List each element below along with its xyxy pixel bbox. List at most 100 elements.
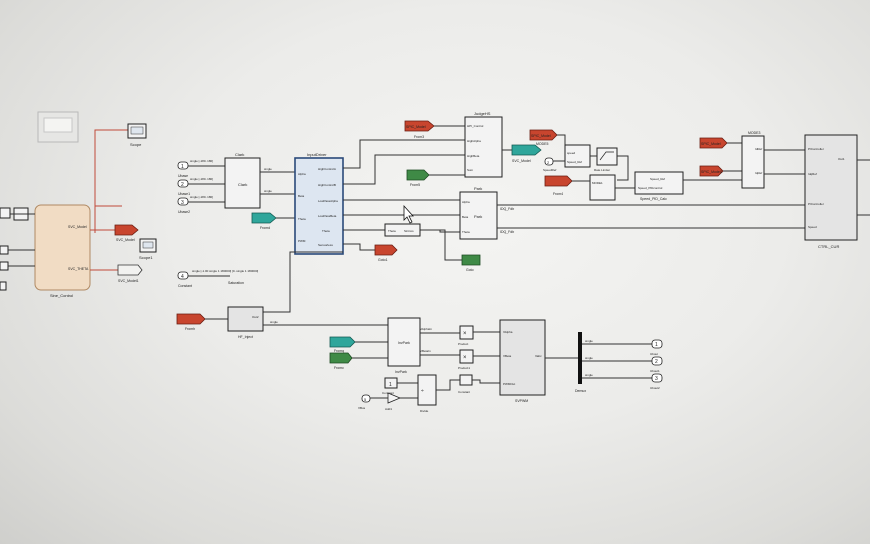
- svg-text:IqRef: IqRef: [755, 171, 762, 175]
- mouse-pointer-icon: [403, 204, 414, 224]
- svg-text:Theta: Theta: [388, 229, 396, 233]
- sine-control-subsystem[interactable]: SVC_Model SVC_THETA Sine_Control: [34, 204, 91, 298]
- scope-block-1[interactable]: Scope1: [139, 238, 157, 260]
- svg-text:Ubase1: Ubase1: [178, 192, 190, 196]
- from-spic-model-red[interactable]: SPIC_Model From3: [404, 120, 435, 139]
- ctrl-cur-block[interactable]: PIController IdqRef PIController Speed O…: [804, 134, 858, 249]
- from-spic-pi-1[interactable]: SPIC_Model: [699, 137, 728, 149]
- svg-text:SPIC_Model: SPIC_Model: [531, 134, 551, 138]
- product1-block[interactable]: × Product1: [458, 349, 474, 370]
- scope-block-faded[interactable]: [37, 111, 79, 143]
- scope-block[interactable]: Scope: [127, 123, 147, 147]
- svg-text:3: 3: [181, 200, 184, 206]
- input-driver-block[interactable]: InputDriver Alpha Beta Theta PWM HighCon…: [294, 152, 344, 255]
- svg-text:SVC_Model: SVC_Model: [116, 238, 135, 242]
- svg-text:IDQ_Fdb: IDQ_Fdb: [500, 207, 514, 211]
- goto1-red[interactable]: Goto1: [374, 244, 398, 262]
- svg-text:PWM: PWM: [298, 239, 306, 243]
- svg-text:1: 1: [389, 382, 392, 388]
- from-tag-left-green[interactable]: Fromd: [251, 212, 277, 230]
- svg-text:IDQ_Fdb: IDQ_Fdb: [500, 230, 514, 234]
- mode3-block[interactable]: MODE3 IdRef IqRef: [741, 131, 765, 189]
- svg-text:Product1: Product1: [458, 366, 470, 370]
- svg-text:Rate Limiter: Rate Limiter: [594, 168, 610, 172]
- from-green-mid[interactable]: From5: [406, 169, 430, 187]
- saturation-block[interactable]: Saturation: [228, 281, 244, 285]
- constant-1-block[interactable]: 1 Constant: [382, 377, 398, 395]
- inport-3[interactable]: 3 Ubase2 single [-180..180]: [177, 195, 213, 214]
- sincos-block[interactable]: Theta SinCos: [384, 223, 421, 237]
- left-edge-blocks[interactable]: [0, 207, 35, 291]
- svg-text:Park: Park: [474, 214, 482, 219]
- mode1-block[interactable]: MODE1: [589, 174, 616, 201]
- inport-1[interactable]: 1 Ubase single [-180..180]: [177, 159, 213, 178]
- goto-svc-model1[interactable]: SVC_Model1: [117, 264, 143, 283]
- demux-block[interactable]: Demux: [575, 332, 586, 393]
- from4-red[interactable]: From4: [544, 175, 573, 196]
- svg-text:Sensorless: Sensorless: [318, 243, 333, 247]
- from-spic-model-speed[interactable]: SPIC_Model MODE5: [529, 129, 558, 146]
- svg-text:single [-180..180]: single [-180..180]: [190, 159, 213, 163]
- svg-text:Clark: Clark: [235, 152, 244, 157]
- svg-text:Theta: Theta: [298, 217, 306, 221]
- hf-inject-block[interactable]: HF_Inject Out2: [227, 306, 264, 339]
- const-2[interactable]: 2 SpeedRef: [543, 157, 557, 172]
- vbus-inport[interactable]: 5 VBus: [358, 394, 371, 410]
- svg-text:SPIC_Model: SPIC_Model: [406, 125, 426, 129]
- svg-text:HPI_Control: HPI_Control: [467, 124, 484, 128]
- from-q-teal[interactable]: Fromq: [329, 336, 356, 353]
- svg-text:IdRef: IdRef: [755, 147, 762, 151]
- speed-pid-block[interactable]: speed Speed_Ref: [564, 144, 591, 168]
- subsys-name: Sine_Control: [50, 293, 73, 298]
- svg-text:single: single: [264, 167, 272, 171]
- from-spic-pi-2[interactable]: SPIC_Model1: [699, 165, 724, 177]
- svg-text:InputDriver: InputDriver: [307, 152, 327, 157]
- svg-text:LowPassBeta: LowPassBeta: [318, 214, 337, 218]
- outport-1[interactable]: 1 Ubout: [650, 339, 663, 356]
- speed-pid-calc-block[interactable]: Speed_Ref Speed_PIDcontrol Speed_PID_Cal…: [634, 171, 684, 201]
- svg-text:÷: ÷: [421, 388, 424, 394]
- svg-text:Saturation: Saturation: [228, 281, 244, 285]
- svg-text:single [-180..180]: single [-180..180]: [190, 195, 213, 199]
- constant-4-block[interactable]: 4 Constant single [-1.00 single 1 180000…: [177, 269, 258, 288]
- inv-park-block[interactable]: InvPark VAlphaIn VBetaIn InvPark: [387, 317, 432, 374]
- svg-text:Ubout1: Ubout1: [650, 369, 660, 373]
- svg-text:Ubout: Ubout: [650, 352, 658, 356]
- inport-2[interactable]: 2 Ubase1 single [-180..180]: [177, 177, 213, 196]
- outport-2[interactable]: 2 Ubout1: [650, 356, 663, 373]
- goto-svc-model-teal[interactable]: SVC_Model: [511, 144, 542, 163]
- svg-text:4: 4: [181, 274, 184, 280]
- goto-svc-model[interactable]: SVC_Model: [114, 224, 139, 242]
- rate-limiter-block[interactable]: Rate Limiter: [594, 147, 618, 172]
- svg-text:Goto: Goto: [466, 268, 474, 272]
- goto-green[interactable]: Goto: [461, 254, 481, 272]
- svg-text:HighControlA: HighControlA: [318, 167, 336, 171]
- constant2-block[interactable]: Constant: [458, 374, 473, 394]
- product-block[interactable]: × Product: [458, 325, 474, 346]
- svg-text:Constant: Constant: [178, 284, 192, 288]
- svg-text:Ubase2: Ubase2: [178, 210, 190, 214]
- outport-3[interactable]: 3 Ubout2: [650, 373, 663, 390]
- svg-text:HighControlB: HighControlB: [318, 183, 336, 187]
- clarke-block[interactable]: Clark Clark: [224, 152, 261, 209]
- svpwm-block[interactable]: VAlpha VBeta PWMOut Vabc SVPWM: [499, 319, 546, 403]
- svg-text:Fromc: Fromc: [334, 366, 344, 370]
- svg-text:PIController: PIController: [808, 202, 824, 206]
- svg-text:Clark: Clark: [238, 182, 247, 187]
- svg-text:SpeedRef: SpeedRef: [543, 168, 557, 172]
- svg-text:VAlpha: VAlpha: [503, 330, 513, 334]
- svg-text:1: 1: [655, 342, 658, 348]
- park-block[interactable]: Park Alpha Beta Theta Park: [459, 186, 498, 240]
- svg-text:Ubase: Ubase: [178, 174, 188, 178]
- svg-text:2: 2: [547, 160, 550, 165]
- divide-block[interactable]: ÷ Divide: [417, 374, 437, 413]
- svg-text:VAlphaIn: VAlphaIn: [420, 327, 432, 331]
- svg-text:CTRL_CUR: CTRL_CUR: [818, 244, 839, 249]
- svg-text:HighAlpha: HighAlpha: [467, 139, 481, 143]
- judgehs-block[interactable]: JudgeHS HPI_Control HighAlpha HighBeta S…: [464, 111, 503, 178]
- add1-block[interactable]: Add1: [385, 392, 402, 411]
- from-c-green[interactable]: Fromc: [329, 352, 353, 370]
- from-h-red[interactable]: Fromh: [176, 313, 206, 331]
